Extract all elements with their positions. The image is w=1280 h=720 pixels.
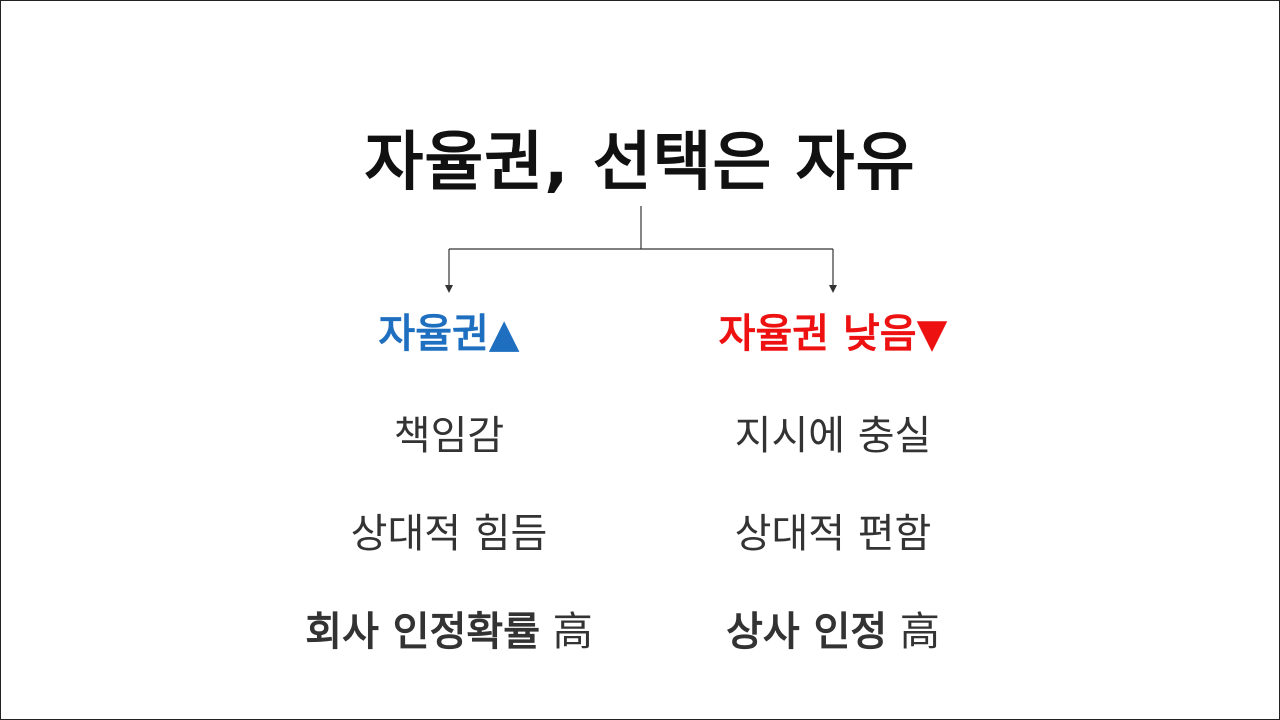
right-item3-label: 상사 인정 — [726, 609, 888, 655]
right-heading: 자율권 낮음▼ — [718, 311, 948, 357]
left-arrowhead — [445, 285, 453, 293]
right-arrowhead — [829, 285, 837, 293]
right-item-relatively-easy: 상대적 편함 — [734, 511, 932, 557]
right-item-boss-recognition: 상사 인정 高 — [633, 599, 1033, 657]
slide-title: 자율권, 선택은 자유 — [364, 126, 916, 200]
right-item3-suffix: 高 — [899, 609, 940, 655]
left-item-relatively-hard: 상대적 힘듬 — [350, 511, 548, 557]
left-item3-label: 회사 인정확률 — [305, 609, 540, 655]
right-item-follow-orders: 지시에 충실 — [734, 413, 932, 459]
left-item-company-recognition: 회사 인정확률 高 — [249, 599, 649, 657]
left-item3-suffix: 高 — [552, 609, 593, 655]
left-item-responsibility: 책임감 — [393, 413, 505, 459]
left-heading: 자율권▲ — [378, 311, 520, 357]
